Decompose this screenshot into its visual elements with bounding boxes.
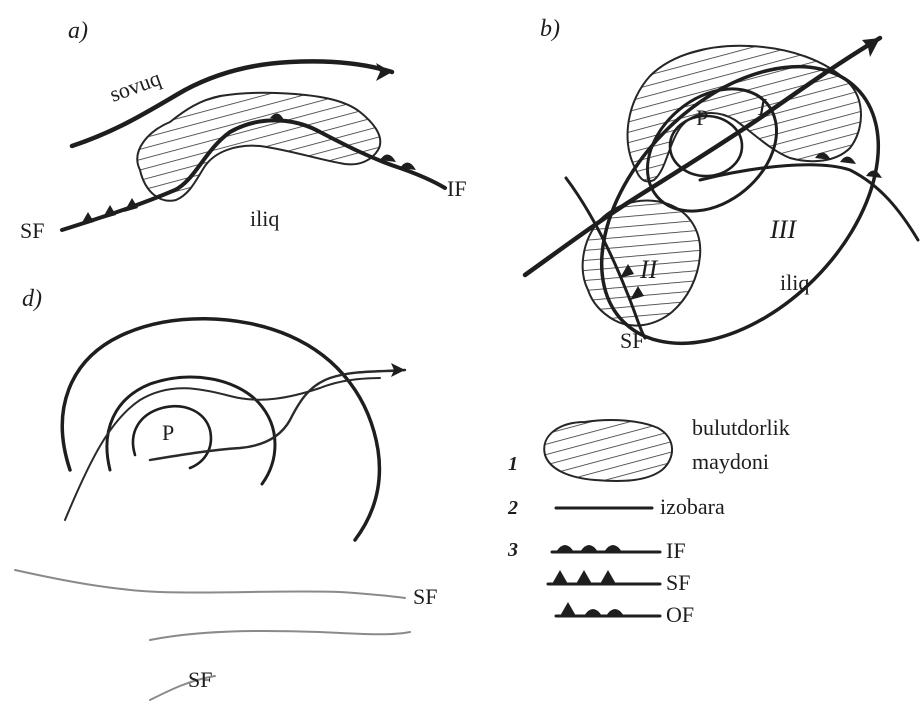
legend-occluded-front-label: OF xyxy=(666,602,694,627)
legend-item-1-text-line2: maydoni xyxy=(692,449,769,474)
panel-b-warm-front-line xyxy=(700,165,918,240)
legend-warm-front-marks xyxy=(556,545,622,552)
panel-d-cold-front-right-label: SF xyxy=(413,584,437,609)
panel-a: a) sovuq iliq IF SF xyxy=(20,18,467,243)
panel-a-cold-front-marks xyxy=(80,198,138,226)
panel-a-arrow-head xyxy=(376,63,392,81)
panel-d-label: d) xyxy=(22,286,42,312)
panel-d-lower-front-1 xyxy=(15,570,405,598)
legend-item-1-number: 1 xyxy=(508,453,518,475)
panel-b-low-center-label: P xyxy=(696,105,708,130)
panel-a-cloud-area xyxy=(137,93,380,201)
panel-a-warm-air-label: iliq xyxy=(250,206,279,231)
legend-cold-front-label: SF xyxy=(666,570,690,595)
panel-b-warm-air-label: iliq xyxy=(780,270,809,295)
panel-a-cold-front-label: SF xyxy=(20,218,44,243)
legend-item-2-text: izobara xyxy=(660,494,725,519)
legend-cold-front-marks xyxy=(552,570,616,584)
legend-occluded-front-marks xyxy=(560,602,624,616)
legend-item-3-number: 3 xyxy=(507,539,518,561)
panel-b-zone-3-label: III xyxy=(769,215,797,244)
legend-warm-front-label: IF xyxy=(666,538,686,563)
legend-item-1-text-line1: bulutdorlik xyxy=(692,415,790,440)
panel-a-cold-air-label: sovuq xyxy=(106,65,164,106)
panel-d-lower-front-2 xyxy=(150,631,410,640)
panel-b-cold-front-label: SF xyxy=(620,328,644,353)
legend: 1 bulutdorlik maydoni 2 izobara 3 IF SF … xyxy=(507,415,790,627)
legend-item-2-number: 2 xyxy=(507,497,518,519)
panel-b: b) P I II III iliq SF xyxy=(525,14,921,396)
panel-b-cloud-area-upper xyxy=(628,46,861,182)
panel-b-zone-2-label: II xyxy=(639,255,659,284)
legend-cloud-symbol xyxy=(544,420,672,481)
panel-d-cold-front-bottom-label: SF xyxy=(188,667,212,692)
panel-b-label: b) xyxy=(540,16,560,42)
panel-a-label: a) xyxy=(68,18,88,44)
panel-d-low-center-label: P xyxy=(162,420,174,445)
panel-d: d) P SF SF xyxy=(15,286,437,700)
panel-b-zone-1-label: I xyxy=(757,95,767,121)
panel-a-warm-front-label: IF xyxy=(447,176,467,201)
